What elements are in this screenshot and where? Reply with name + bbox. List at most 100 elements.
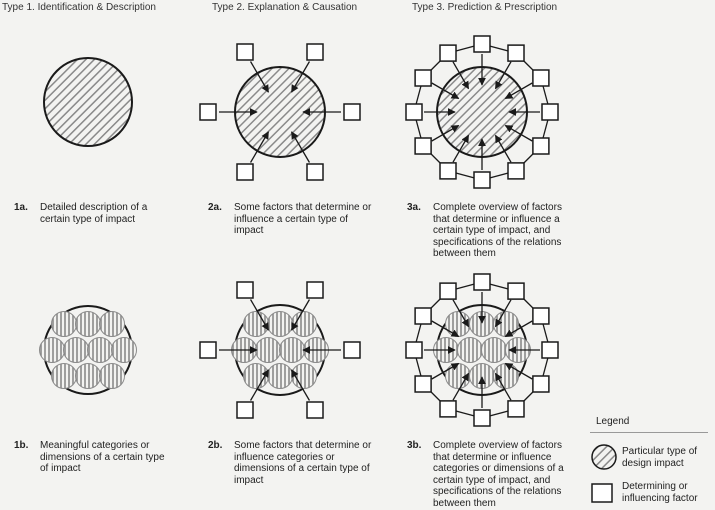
header-type1: Type 1. Identification & Description [2, 2, 156, 13]
impact-category-circle [75, 311, 101, 337]
influence-arrow [494, 61, 512, 90]
influence-arrow [452, 372, 470, 401]
impact-circle [43, 57, 133, 147]
factor-box [541, 341, 559, 359]
factor-box [532, 307, 550, 325]
influence-arrow [504, 124, 533, 142]
impact-category-circle [51, 363, 77, 389]
factor-box [306, 281, 324, 299]
caption-1a-number: 1a. [14, 202, 28, 213]
diagram-2b [199, 281, 361, 419]
impact-category-circle [87, 337, 113, 363]
caption-2b-number: 2b. [208, 440, 223, 451]
factor-box [236, 43, 254, 61]
factor-box [343, 341, 361, 359]
impact-category-circle [63, 337, 89, 363]
factor-box [405, 341, 423, 359]
influence-arrow [452, 299, 470, 328]
influence-arrow [494, 299, 512, 328]
factor-box [414, 307, 432, 325]
caption-3b-text: Complete overview of factors that determ… [433, 440, 564, 509]
factor-box [507, 282, 525, 300]
impact-category-circle [111, 337, 137, 363]
factor-box [507, 162, 525, 180]
factor-box [473, 35, 491, 53]
factor-box [306, 401, 324, 419]
factor-box [439, 44, 457, 62]
influence-arrow [291, 131, 311, 163]
factor-box [439, 162, 457, 180]
factor-box [532, 137, 550, 155]
influence-arrow [504, 82, 533, 100]
influence-arrow [431, 362, 460, 380]
impact-category-circle [39, 337, 65, 363]
impact-category-circle [255, 337, 281, 363]
influence-arrow [504, 320, 533, 338]
impact-category-circle [279, 337, 305, 363]
impact-category-circle [267, 311, 293, 337]
caption-1b-text: Meaningful categories or dimensions of a… [40, 440, 165, 474]
influence-arrow [249, 131, 269, 163]
factor-box [199, 341, 217, 359]
factor-box [414, 69, 432, 87]
diagram-3b [405, 273, 559, 427]
caption-1b-number: 1b. [14, 440, 29, 451]
factor-box [405, 103, 423, 121]
caption-2b-text: Some factors that determine or influence… [234, 440, 372, 486]
diagram-3a [405, 35, 559, 189]
caption-3b-number: 3b. [407, 440, 422, 451]
influence-arrow [431, 124, 460, 142]
influence-arrow [291, 369, 311, 401]
diagram-2a [199, 43, 361, 181]
factor-box [306, 163, 324, 181]
factor-box [532, 375, 550, 393]
legend-factor-label: Determining or influencing factor [622, 481, 698, 504]
factor-box [439, 282, 457, 300]
legend-impact-icon [591, 444, 617, 470]
factor-box [236, 163, 254, 181]
factor-box [414, 137, 432, 155]
influence-arrow [452, 61, 470, 90]
influence-arrow [494, 372, 512, 401]
legend-title: Legend [596, 416, 630, 427]
influence-arrow [504, 362, 533, 380]
caption-3a-number: 3a. [407, 202, 421, 213]
impact-category-circle [99, 311, 125, 337]
factor-box [507, 400, 525, 418]
diagram-1b [39, 305, 137, 395]
diagram-1a [43, 57, 133, 147]
legend-impact-label: Particular type of design impact [622, 446, 698, 469]
influence-arrow [431, 82, 460, 100]
influence-arrow [431, 320, 460, 338]
factor-box [473, 171, 491, 189]
caption-1a-text: Detailed description of a certain type o… [40, 202, 148, 225]
impact-category-circle [457, 337, 483, 363]
caption-2a-number: 2a. [208, 202, 222, 213]
factor-box [236, 281, 254, 299]
influence-arrow [291, 61, 311, 93]
factor-box [414, 375, 432, 393]
caption-2a-text: Some factors that determine or influence… [234, 202, 372, 236]
factor-box [439, 400, 457, 418]
factor-box [507, 44, 525, 62]
header-type3: Type 3. Prediction & Prescription [412, 2, 558, 13]
factor-box [199, 103, 217, 121]
impact-category-circle [481, 337, 507, 363]
factor-box [236, 401, 254, 419]
factor-box [306, 43, 324, 61]
caption-3a-text: Complete overview of factors that determ… [433, 202, 562, 259]
influence-arrow [291, 299, 311, 331]
impact-category-circle [51, 311, 77, 337]
influence-arrow [452, 134, 470, 163]
factor-box [343, 103, 361, 121]
impact-category-circle [267, 363, 293, 389]
legend-factor-icon [591, 483, 613, 503]
factor-box [541, 103, 559, 121]
header-type2: Type 2. Explanation & Causation [212, 2, 358, 13]
influence-arrow [249, 299, 269, 331]
factor-box [473, 409, 491, 427]
influence-arrow [249, 369, 269, 401]
influence-arrow [494, 134, 512, 163]
impact-category-circle [99, 363, 125, 389]
